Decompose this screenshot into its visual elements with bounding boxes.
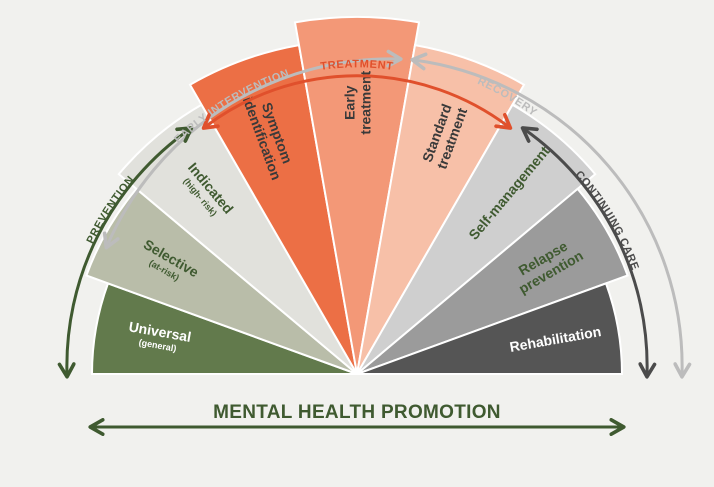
continuing-care-arrow bbox=[520, 126, 657, 379]
prevention-arrow bbox=[57, 126, 194, 379]
treatment-label: TREATMENT bbox=[320, 58, 395, 73]
promotion-label: MENTAL HEALTH PROMOTION bbox=[213, 402, 501, 423]
treatment-arrow bbox=[201, 74, 513, 130]
spectrum-segments bbox=[85, 15, 629, 375]
